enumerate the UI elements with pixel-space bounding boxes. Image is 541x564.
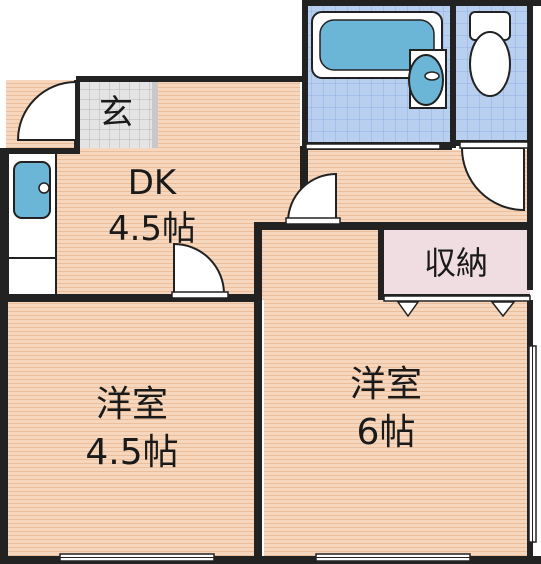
dk-western-door-frame — [171, 291, 229, 299]
storage-door-right[interactable] — [490, 301, 516, 318]
entrance-door[interactable] — [16, 80, 77, 141]
toilet-bowl — [469, 31, 511, 97]
dk-name-label: DK — [128, 163, 178, 203]
western-left-name-label: 洋室 — [96, 384, 168, 425]
sink-drain — [38, 182, 50, 194]
bathtub-inner — [319, 19, 435, 71]
western-right-size-label: 6帖 — [357, 412, 416, 453]
dk-western-door[interactable] — [173, 242, 226, 295]
storage-label: 収納 — [424, 244, 488, 282]
storage-door-left[interactable] — [396, 301, 420, 318]
bathroom-sliding-door[interactable] — [305, 143, 441, 150]
basin-drain — [424, 71, 440, 81]
western-left-size-label: 4.5帖 — [85, 432, 178, 473]
dk-size-label: 4.5帖 — [108, 209, 196, 249]
storage-floor — [384, 228, 530, 298]
kitchen-sink — [13, 161, 51, 219]
toilet-door-frame — [459, 141, 529, 149]
western-left-floor — [6, 300, 260, 556]
western-right-name-label: 洋室 — [350, 364, 422, 405]
toilet-door[interactable] — [460, 147, 525, 212]
entrance-step — [152, 80, 158, 148]
hall-door[interactable] — [286, 172, 337, 223]
storage-door-track — [383, 295, 531, 302]
wash-basin — [408, 54, 444, 106]
entrance-floor — [78, 80, 156, 148]
entrance-label: 玄 — [99, 93, 133, 133]
hall-door-frame — [285, 217, 341, 225]
